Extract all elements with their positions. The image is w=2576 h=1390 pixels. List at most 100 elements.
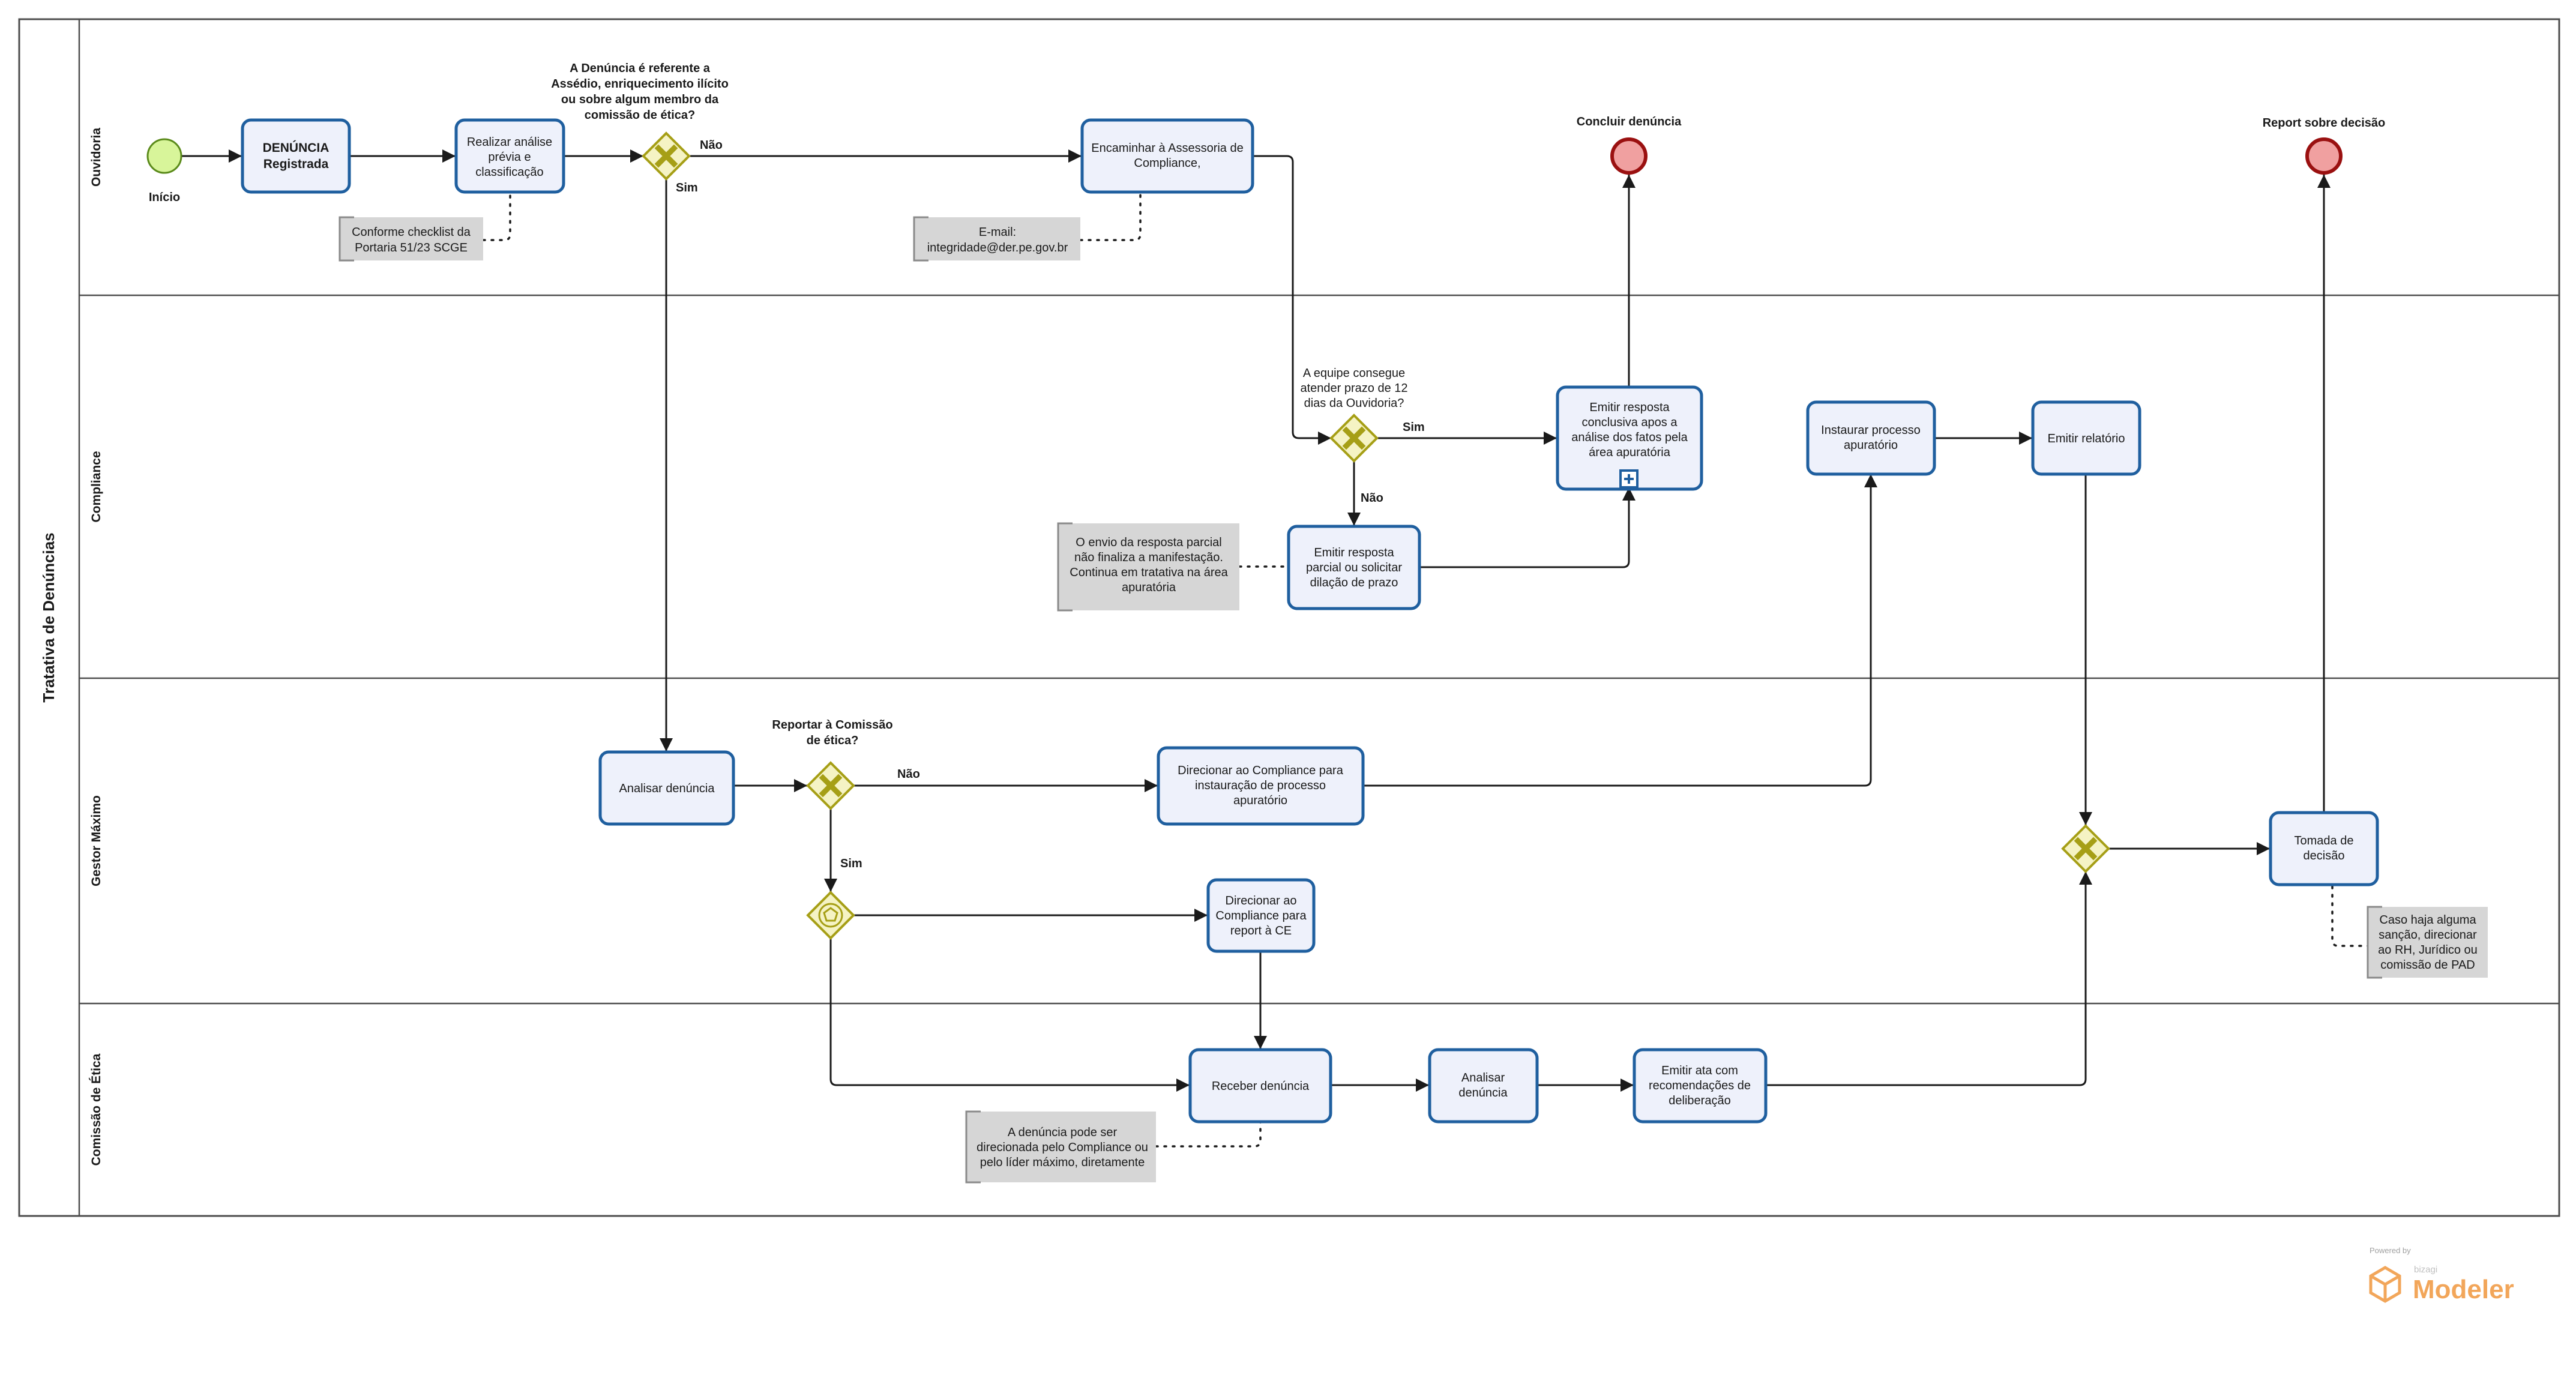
gateway-merge[interactable] [2061, 824, 2110, 873]
task-emitir-relatorio[interactable]: Emitir relatório [2031, 400, 2141, 476]
associations [482, 191, 2369, 1148]
task-analisar-denuncia-gestor-box[interactable] [598, 750, 735, 826]
task-realizar-analise-box[interactable] [454, 118, 565, 194]
bizagi-logo-icon [2369, 1266, 2401, 1303]
bizagi-branding: Powered by bizagi Modeler [2369, 1246, 2514, 1304]
gateway-event-based[interactable] [806, 891, 855, 940]
x-icon [819, 774, 843, 798]
assoc-n1-t2 [482, 191, 511, 241]
flow-label-g1-nao: Não [700, 139, 723, 152]
subprocess-plus-icon[interactable] [1619, 469, 1639, 489]
gateway-ring-icon [818, 903, 843, 928]
start-event-circle[interactable] [146, 138, 182, 174]
annotation-email-text: E-mail:integridade@der.pe.gov.br [927, 226, 1068, 254]
lane-label-gestor: Gestor Máximo [89, 795, 103, 886]
task-receber-denuncia[interactable]: Receber denúncia [1188, 1048, 1332, 1124]
flow-t14-g4 [1766, 871, 2092, 1086]
powered-by-label: Powered by [2370, 1246, 2411, 1255]
task-receber-denuncia-label: Receber denúncia [1212, 1080, 1310, 1093]
pentagon-icon [823, 907, 838, 922]
task-emitir-relatorio-box[interactable] [2031, 400, 2141, 476]
start-event[interactable]: Início [146, 138, 182, 204]
end-event-concluir-label: Concluir denúncia [1577, 115, 1682, 128]
lane-label-compliance: Compliance [89, 451, 103, 522]
x-icon [654, 144, 678, 168]
assoc-n4-t11 [2331, 885, 2369, 947]
lane-label-ouvidoria: Ouvidoria [89, 128, 103, 187]
task-direcionar-instauracao-box[interactable] [1157, 746, 1365, 826]
task-analisar-denuncia-gestor[interactable]: Analisar denúncia [598, 750, 735, 826]
assoc-n2-t3 [1079, 191, 1142, 241]
lane-label-etica: Comissão de Ética [89, 1053, 103, 1166]
end-event-concluir-circle[interactable] [1610, 137, 1648, 175]
x-icon [1342, 426, 1366, 450]
gateway-event-based-diamond[interactable] [806, 891, 855, 940]
end-event-concluir[interactable]: Concluir denúncia [1577, 115, 1682, 175]
annotation-sancao-box [2368, 907, 2488, 978]
pool-title: Tratativa de Denúncias [40, 532, 58, 702]
task-emitir-ata-box[interactable] [1633, 1048, 1768, 1124]
flow-t3-g2 [1253, 155, 1331, 445]
task-instaurar-processo-box[interactable] [1806, 400, 1936, 476]
task-analisar-denuncia-gestor-label: Analisar denúncia [619, 782, 715, 795]
bizagi-small-label: bizagi [2414, 1265, 2437, 1275]
task-receber-denuncia-box[interactable] [1188, 1048, 1332, 1124]
flow-label-g3-nao: Não [897, 768, 920, 781]
x-icon [2074, 837, 2098, 861]
task-denuncia-registrada-box[interactable] [241, 118, 351, 194]
end-event-report[interactable]: Report sobre decisão [2263, 116, 2386, 175]
assoc-n5-t12 [1155, 1120, 1262, 1148]
task-encaminhar-compliance-box[interactable] [1080, 118, 1254, 194]
annotation-checklist-box [340, 217, 483, 260]
modeler-label: Modeler [2413, 1275, 2514, 1304]
flow-label-g2-nao: Não [1361, 492, 1383, 505]
annotation-direcionada-box [966, 1112, 1156, 1182]
task-emitir-relatorio-label: Emitir relatório [2048, 432, 2125, 445]
task-emitir-resposta-conclusiva-box[interactable] [1556, 385, 1703, 491]
annotation-email-box [914, 217, 1080, 260]
end-event-report-label: Report sobre decisão [2263, 116, 2386, 130]
end-event-report-circle[interactable] [2305, 137, 2343, 175]
task-emitir-resposta-parcial-box[interactable] [1287, 525, 1421, 610]
annotation-resposta-parcial-box [1058, 523, 1239, 610]
task-tomada-decisao-box[interactable] [2269, 811, 2379, 886]
task-analisar-denuncia-etica-box[interactable] [1428, 1048, 1539, 1124]
task-direcionar-report-ce-box[interactable] [1206, 878, 1316, 953]
flow-t5-t4 [1419, 487, 1636, 568]
start-event-label: Início [149, 191, 180, 204]
flow-label-g1-sim: Sim [676, 181, 698, 194]
flow-label-g3-sim: Sim [840, 857, 862, 870]
sequence-flows [182, 149, 2331, 1092]
